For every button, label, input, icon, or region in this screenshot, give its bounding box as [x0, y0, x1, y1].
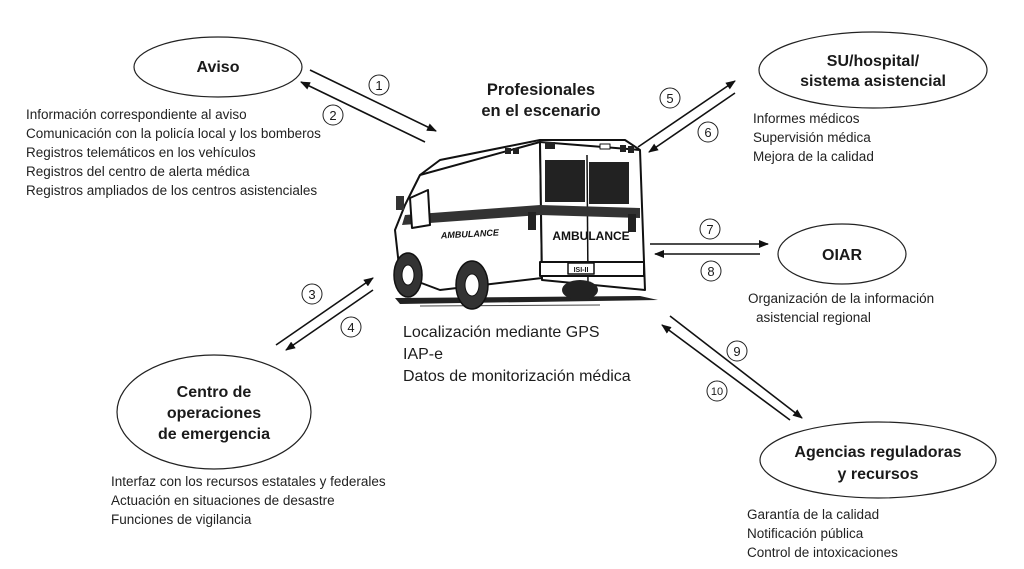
flow-number-10: 10	[706, 380, 728, 402]
detail-item: Comunicación con la policía local y los …	[26, 126, 321, 141]
detail-item: Notificación pública	[747, 526, 864, 541]
node-oiar-ellipse	[777, 223, 907, 285]
node-aviso-title: Aviso	[197, 59, 240, 76]
node-hospital-title-1: SU/hospital/	[827, 53, 920, 70]
node-emergencia-details: Interfaz con los recursos estatales y fe…	[111, 472, 386, 529]
node-agencias-title-1: Agencias reguladoras	[794, 444, 961, 461]
svg-text:5: 5	[666, 91, 673, 106]
svg-text:10: 10	[711, 386, 723, 398]
flow-arrow-4	[285, 289, 374, 351]
center-detail-item: Localización mediante GPS	[403, 324, 600, 341]
svg-text:9: 9	[733, 344, 740, 359]
center-detail-item: IAP-e	[403, 346, 444, 363]
svg-text:4: 4	[347, 320, 354, 335]
node-emergencia-title-1: Centro de	[177, 384, 252, 401]
flow-number-5: 5	[659, 87, 681, 109]
svg-text:6: 6	[704, 125, 711, 140]
detail-item: Registros telemáticos en los vehículos	[26, 145, 256, 160]
node-oiar-title: OIAR	[822, 247, 862, 264]
detail-item: asistencial regional	[756, 310, 871, 325]
detail-item: Supervisión médica	[753, 130, 871, 145]
node-hospital-ellipse	[758, 31, 988, 109]
detail-item: Informes médicos	[753, 111, 860, 126]
detail-item: Control de intoxicaciones	[747, 545, 898, 560]
flow-arrow-1	[309, 69, 437, 132]
node-aviso-details: Información correspondiente al aviso Com…	[26, 105, 321, 200]
node-agencias-details: Garantía de la calidad Notificación públ…	[747, 505, 898, 562]
flow-number-2: 2	[322, 104, 344, 126]
svg-text:ISI-II: ISI-II	[574, 267, 589, 274]
flow-arrow-9	[669, 315, 803, 419]
svg-text:3: 3	[308, 287, 315, 302]
detail-item: Mejora de la calidad	[753, 149, 874, 164]
flow-number-4: 4	[340, 316, 362, 338]
node-emergencia-title-3: de emergencia	[158, 426, 270, 443]
node-agencias-ellipse	[759, 421, 997, 499]
flow-number-7: 7	[699, 218, 721, 240]
node-hospital-details: Informes médicos Supervisión médica Mejo…	[753, 109, 874, 166]
node-emergencia-ellipse	[116, 354, 312, 470]
node-agencias-title-2: y recursos	[838, 466, 919, 483]
center-title-line-2: en el escenario	[481, 102, 601, 120]
flow-arrow-10	[661, 324, 791, 421]
svg-text:AMBULANCE: AMBULANCE	[440, 227, 500, 240]
node-emergencia-title-2: operaciones	[167, 405, 261, 422]
svg-text:7: 7	[706, 222, 713, 237]
flow-number-6: 6	[697, 121, 719, 143]
detail-item: Interfaz con los recursos estatales y fe…	[111, 474, 386, 489]
flow-arrow-6	[648, 92, 736, 153]
center-title: Profesionales en el escenario	[446, 80, 636, 122]
flow-arrow-3	[275, 277, 374, 346]
node-hospital-title-2: sistema asistencial	[800, 73, 946, 90]
flow-arrow-5	[637, 80, 736, 148]
detail-item: Garantía de la calidad	[747, 507, 880, 522]
flow-number-8: 8	[700, 260, 722, 282]
detail-item: Registros del centro de alerta médica	[26, 164, 250, 179]
flow-number-1: 1	[368, 74, 390, 96]
flow-number-3: 3	[301, 283, 323, 305]
detail-item: Registros ampliados de los centros asist…	[26, 183, 318, 198]
svg-text:2: 2	[329, 108, 336, 123]
detail-item: Actuación en situaciones de desastre	[111, 493, 335, 508]
flow-number-9: 9	[726, 340, 748, 362]
node-aviso-ellipse	[133, 36, 303, 98]
flow-arrow-2	[300, 81, 426, 143]
detail-item: Funciones de vigilancia	[111, 512, 252, 527]
center-details: Localización mediante GPS IAP-e Datos de…	[403, 322, 631, 388]
node-oiar-details: Organización de la información asistenci…	[748, 289, 934, 327]
center-detail-item: Datos de monitorización médica	[403, 368, 631, 385]
svg-text:1: 1	[375, 78, 382, 93]
ambulance-illustration: ISI-II AMBULANCE AMBULANCE	[393, 139, 658, 310]
svg-text:8: 8	[707, 264, 714, 279]
detail-item: Información correspondiente al aviso	[26, 107, 247, 122]
center-title-line-1: Profesionales	[486, 81, 596, 99]
detail-item: Organización de la información	[748, 291, 935, 306]
svg-text:AMBULANCE: AMBULANCE	[552, 229, 629, 243]
